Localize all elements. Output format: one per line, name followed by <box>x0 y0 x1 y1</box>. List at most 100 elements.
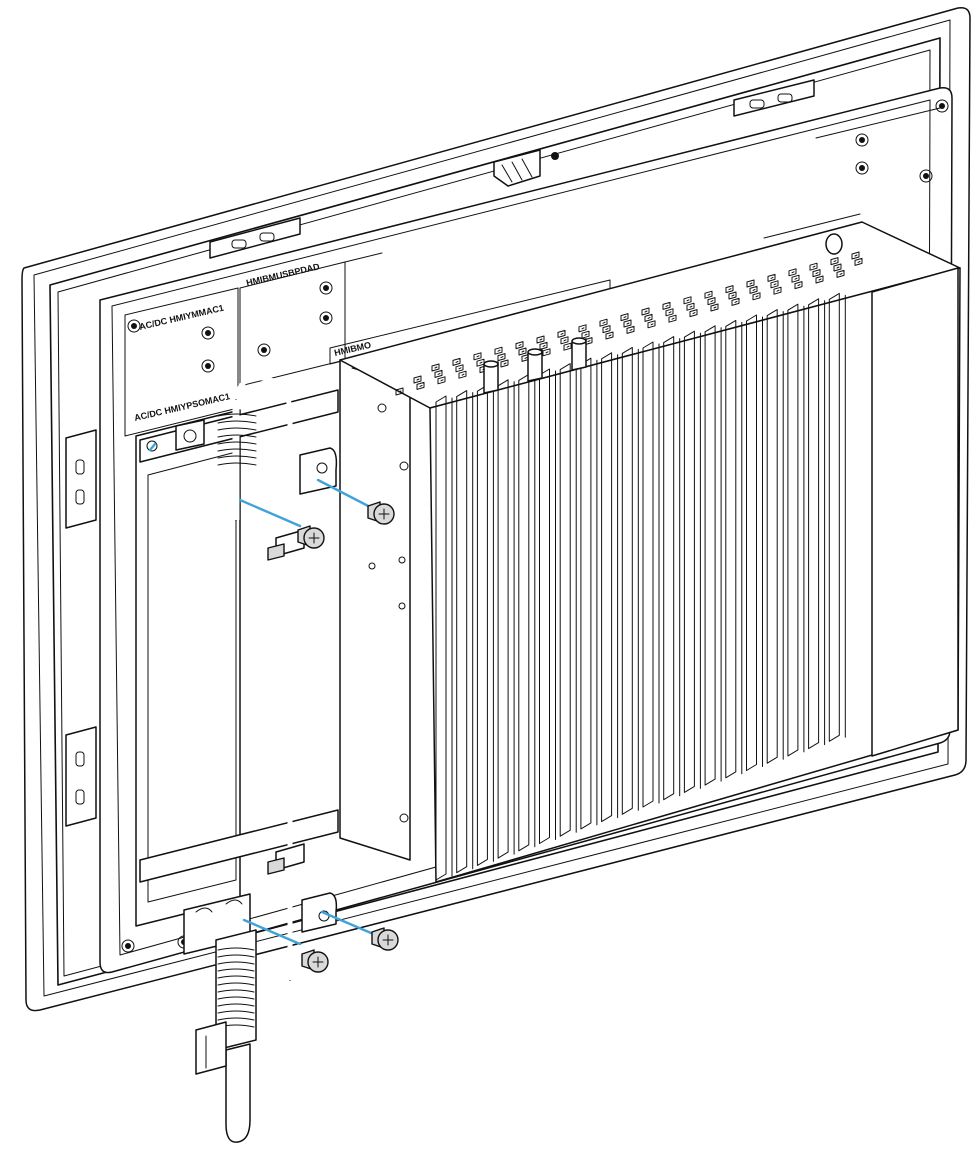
vent-slot <box>665 308 674 317</box>
mounting-hole-icon <box>319 311 333 325</box>
grommet-ring <box>217 413 257 417</box>
grommet-ring <box>217 947 255 951</box>
fin <box>787 303 805 757</box>
clip-slot-top-right <box>733 79 815 117</box>
vent-slot <box>494 346 503 355</box>
vent-slot <box>500 359 509 368</box>
vent-slot <box>662 301 671 310</box>
screw-path-upper-left <box>238 498 302 528</box>
vent-slot <box>395 387 404 396</box>
vent-slot <box>710 303 719 312</box>
fin <box>828 292 846 742</box>
vent-slot <box>605 331 614 340</box>
vent-slot <box>815 275 824 284</box>
vent-slot <box>788 268 797 277</box>
grommet-ring <box>217 441 257 445</box>
vent-slot <box>686 302 695 311</box>
fin <box>746 314 763 771</box>
screw-path-lower-right <box>320 910 380 938</box>
phillips-screw-icon <box>297 525 325 549</box>
fin <box>580 357 598 830</box>
vent-slot <box>689 309 698 318</box>
fin <box>497 379 515 859</box>
vent-slot <box>437 376 446 385</box>
heat-sink <box>339 221 961 883</box>
vent-slot <box>794 281 803 290</box>
mounting-hole-icon <box>919 169 933 183</box>
grommet-ring <box>217 968 255 972</box>
fin <box>601 352 619 823</box>
fin <box>559 363 577 837</box>
vent-slot <box>854 257 863 266</box>
vent-slot <box>770 280 779 289</box>
grommet-ring <box>217 455 257 459</box>
grommet-ring <box>217 1010 255 1014</box>
vent-slot <box>620 313 629 322</box>
fin <box>663 336 681 801</box>
vent-slot <box>539 341 548 350</box>
grommet-ring <box>217 989 255 993</box>
grommet-ring <box>217 427 257 431</box>
vent-slot <box>767 273 776 282</box>
grommet-ring <box>217 462 257 466</box>
grommet-ring <box>217 448 257 452</box>
vent-slot <box>626 325 635 334</box>
fin <box>808 298 826 750</box>
screw-path-lower-left <box>242 918 302 946</box>
vent-slot <box>434 369 443 378</box>
vent-slot <box>623 319 632 328</box>
grommet-ring <box>217 954 255 958</box>
vent-slot <box>704 290 713 299</box>
fin <box>456 390 474 874</box>
fin <box>518 373 536 852</box>
mounting-hole-icon <box>935 99 949 113</box>
vent-slot <box>668 314 677 323</box>
vent-slot <box>746 279 755 288</box>
fin <box>725 319 743 779</box>
screw-path-upper-right <box>316 478 374 510</box>
mounting-hole-icon <box>127 319 141 333</box>
vent-slot <box>542 348 551 357</box>
grommet-ring <box>217 434 257 438</box>
grommet-ring <box>217 982 255 986</box>
vent-slot <box>515 341 524 350</box>
vent-slot <box>518 347 527 356</box>
vent-slot <box>581 330 590 339</box>
vent-slot <box>644 313 653 322</box>
mounting-hole-icon <box>201 326 215 340</box>
top-connector <box>493 149 559 187</box>
loose-screws <box>297 501 399 973</box>
vent-slots <box>395 251 863 396</box>
vent-slot <box>641 307 650 316</box>
cable-grommet-bottom <box>217 947 255 1028</box>
vent-slot <box>836 269 845 278</box>
vent-slot <box>773 286 782 295</box>
cable-tie-upper <box>267 529 305 561</box>
vent-slot <box>647 320 656 329</box>
grommet-ring <box>217 420 257 424</box>
vent-slot <box>830 257 839 266</box>
vent-slot <box>578 324 587 333</box>
fin <box>621 346 639 815</box>
vent-slot <box>413 375 422 384</box>
vent-slot <box>812 269 821 278</box>
grommet-ring <box>217 996 255 1000</box>
screw-path-lines <box>148 442 380 946</box>
antenna-post-1 <box>483 360 499 394</box>
clip-slot-top-left <box>209 217 301 259</box>
vent-slot <box>851 251 860 260</box>
grommet-ring <box>217 961 255 965</box>
vent-slot <box>752 292 761 301</box>
mounting-hole-icon <box>201 359 215 373</box>
grommet-ring <box>217 975 255 979</box>
vent-slot <box>809 262 818 271</box>
vent-slot <box>728 291 737 300</box>
phillips-screw-icon <box>367 501 395 525</box>
fin <box>704 325 722 786</box>
vent-slot <box>497 353 506 362</box>
mounting-hole-icon <box>855 161 869 175</box>
vent-slot <box>791 274 800 283</box>
vent-slot <box>458 370 467 379</box>
fin-end-block <box>871 267 959 757</box>
fin <box>683 330 701 793</box>
